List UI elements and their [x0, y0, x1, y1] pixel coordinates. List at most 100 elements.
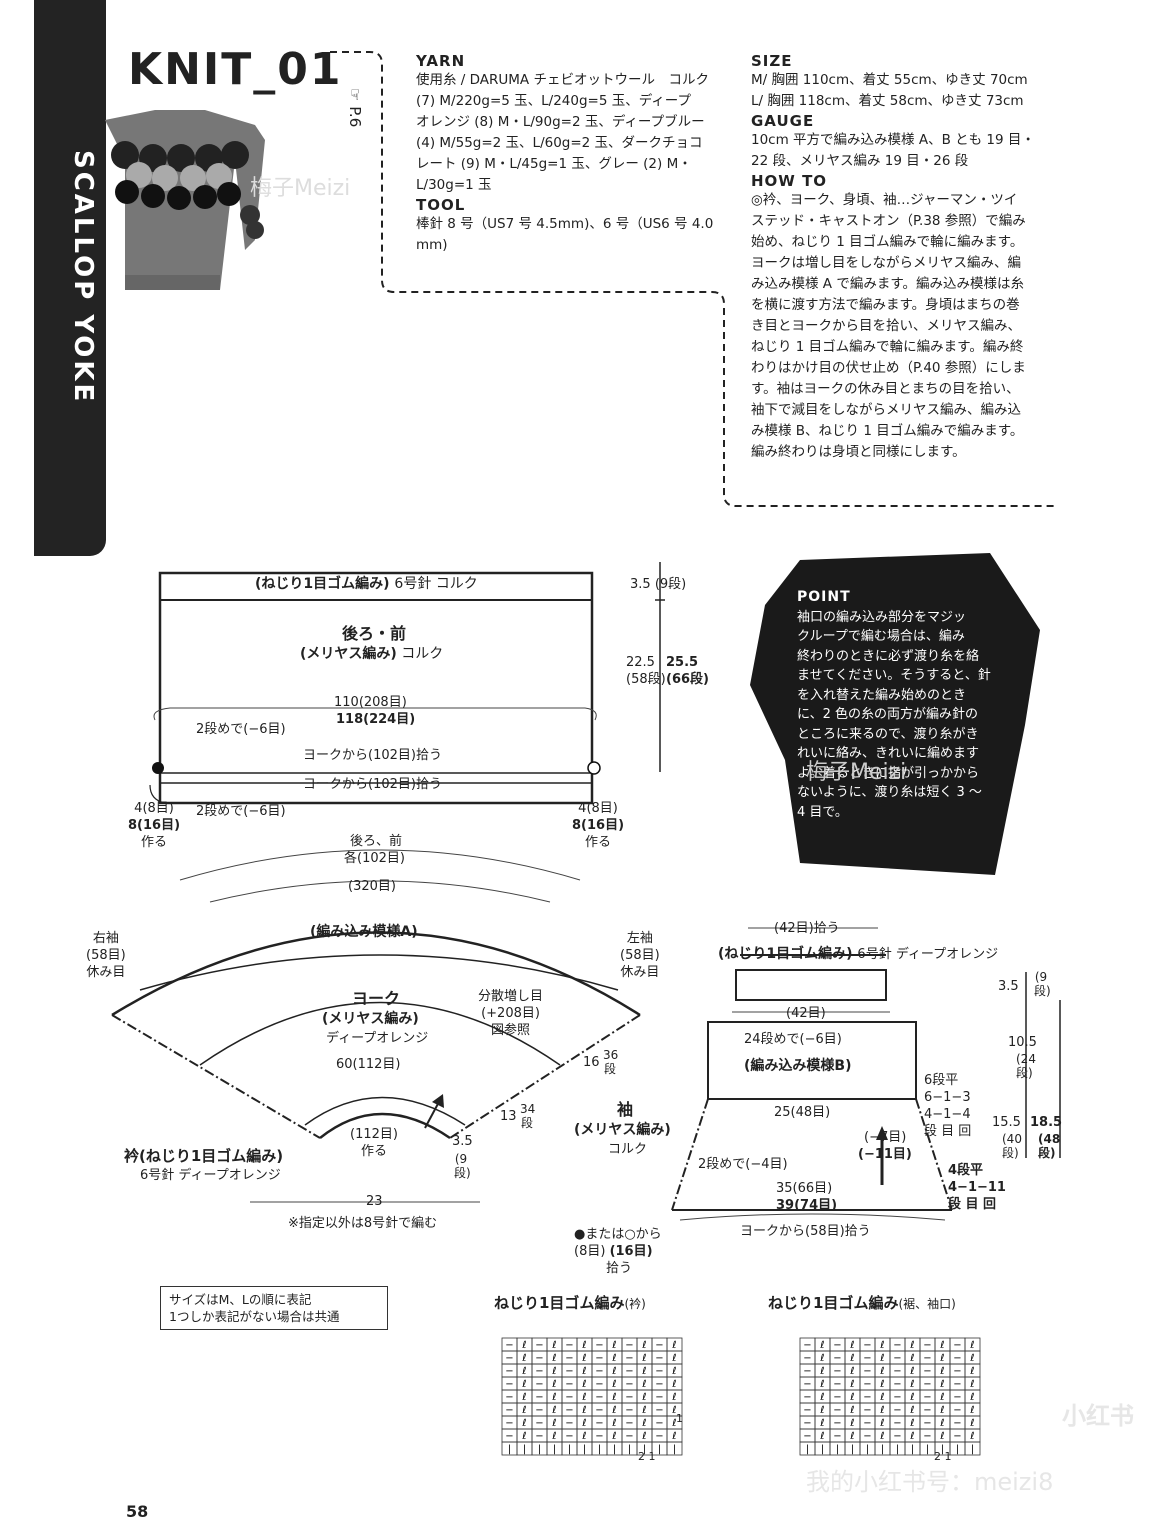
chart-symbol: ℓ	[820, 1431, 824, 1442]
chart2-title: ねじり1目ゴム編み(裾、袖口)	[768, 1292, 956, 1313]
chart-symbol: −	[863, 1379, 871, 1390]
h-rows: (58段)	[626, 672, 666, 687]
howto-line: み込み模様 A で編みます。編み込み模様は糸	[751, 276, 1024, 292]
chart-symbol: −	[595, 1353, 603, 1364]
chart-symbol: |	[911, 1444, 914, 1455]
inc-sts: (+208目)	[481, 1006, 540, 1021]
chart-symbol: |	[613, 1444, 616, 1455]
chart-symbol: −	[863, 1392, 871, 1403]
chart-symbol: |	[598, 1444, 601, 1455]
body-pick-1: ヨークから(102目)拾う	[303, 748, 442, 763]
chart-symbol: ℓ	[850, 1379, 854, 1390]
hold-label: 右袖	[92, 931, 119, 946]
h-rows: (66段)	[666, 672, 709, 687]
chart-symbol: −	[625, 1366, 633, 1377]
chart-symbol: −	[655, 1379, 663, 1390]
sleeve-pattern: (編み込み模様B)	[744, 1058, 852, 1074]
yoke-r36: 36段	[603, 1048, 619, 1076]
hold-sts: (58目)	[620, 948, 660, 963]
chart-symbol: |	[956, 1444, 959, 1455]
chart-symbol: −	[803, 1353, 811, 1364]
chart-symbol: ℓ	[522, 1431, 526, 1442]
chart-symbol: −	[505, 1418, 513, 1429]
chart-symbol: |	[896, 1444, 899, 1455]
chart-symbol: ℓ	[820, 1392, 824, 1403]
sleeve-42: (42目)	[786, 1006, 826, 1021]
howto-line: 袖下で減目をしながらメリヤス編み、編み込	[751, 402, 1021, 418]
col-2: 2	[934, 1450, 941, 1463]
howto-heading: HOW TO	[751, 172, 828, 190]
chart-symbol: −	[655, 1366, 663, 1377]
h-rows: (9段)	[654, 577, 687, 592]
chart-symbol: ℓ	[910, 1353, 914, 1364]
chart-symbol: −	[803, 1340, 811, 1351]
chart-symbol: ℓ	[850, 1431, 854, 1442]
chart-symbol: ℓ	[940, 1392, 944, 1403]
point-line: ませてください。そうすると、針	[797, 668, 991, 683]
howto-line: み模様 B、ねじり 1 目ゴム編みで編みます。	[751, 423, 1024, 439]
hold-word: 休み目	[620, 965, 660, 980]
chart-symbol: ℓ	[522, 1366, 526, 1377]
chart-symbol: −	[923, 1353, 931, 1364]
chart-symbol: −	[833, 1392, 841, 1403]
chart-symbol: ℓ	[940, 1431, 944, 1442]
chart-symbol: ℓ	[642, 1392, 646, 1403]
chart-symbol: ℓ	[820, 1353, 824, 1364]
sleeve-w25: 25(48目)	[774, 1105, 831, 1120]
chart-symbol: −	[863, 1418, 871, 1429]
yarn-line: レート (9) M・L/45g=1 玉、グレー (2) M・	[416, 156, 692, 172]
chart-symbol: ℓ	[880, 1418, 884, 1429]
chart-symbol: −	[535, 1405, 543, 1416]
point-line: 袖口の編み込み部分をマジッ	[797, 609, 967, 625]
chart-symbol: −	[803, 1418, 811, 1429]
h-value: 3.5	[630, 577, 651, 592]
yoke-r9: (9段)	[454, 1152, 471, 1180]
gauge-heading: GAUGE	[751, 112, 815, 130]
chart-symbol: ℓ	[940, 1340, 944, 1351]
chart-symbol: −	[535, 1353, 543, 1364]
point-line: よ。着るときに指が引っかから	[797, 765, 980, 781]
body-diagram	[149, 562, 665, 805]
size-line: M/ 胸囲 110cm、着丈 55cm、ゆき丈 70cm	[751, 72, 1028, 88]
rib-name: (ねじり1目ゴム編み)	[255, 576, 390, 592]
col-1: 1	[648, 1450, 656, 1463]
chart-symbol: −	[893, 1392, 901, 1403]
sleeve-dec-24: 24段めで(−6目)	[744, 1032, 842, 1047]
left-sleeve-hold: 左袖(58目)休み目	[620, 930, 660, 981]
gusset-make: 作る	[141, 835, 168, 850]
col-2: 2	[638, 1450, 645, 1463]
point-line: ところに来るので、渡り糸がき	[797, 726, 979, 742]
chart-symbol: ℓ	[552, 1392, 556, 1403]
chart-symbol: −	[923, 1340, 931, 1351]
sleeve-r24: (24段)	[1016, 1052, 1036, 1080]
chart-symbol: ℓ	[612, 1353, 616, 1364]
chart-symbol: −	[833, 1353, 841, 1364]
chart-symbol: ℓ	[612, 1405, 616, 1416]
dashed-frame	[330, 51, 1058, 507]
chart-symbol: −	[893, 1340, 901, 1351]
chart2-sub: (裾、袖口)	[898, 1297, 956, 1311]
chart-symbol: ℓ	[940, 1405, 944, 1416]
chart-symbol: ℓ	[552, 1405, 556, 1416]
chart-symbol: ℓ	[522, 1340, 526, 1351]
chart-symbol: −	[803, 1366, 811, 1377]
chart-symbol: −	[535, 1431, 543, 1442]
gusset-right: 4(8目)8(16目)作る	[572, 800, 624, 851]
yoke-name: ヨーク	[352, 989, 401, 1008]
chart-symbol: ℓ	[642, 1366, 646, 1377]
chart-symbol: −	[655, 1431, 663, 1442]
chart-symbol: |	[643, 1444, 646, 1455]
chart-symbol: −	[595, 1340, 603, 1351]
sleeve-h185: 18.5	[1030, 1115, 1063, 1130]
pickup-note: ●または○から	[574, 1227, 662, 1242]
chart-symbol: ℓ	[552, 1353, 556, 1364]
chart-symbol: −	[923, 1431, 931, 1442]
chart-symbol: −	[535, 1418, 543, 1429]
sleeve-stitch: (メリヤス編み)	[574, 1122, 671, 1138]
chart-symbol: ℓ	[970, 1418, 974, 1429]
yoke-stitch: (メリヤス編み)	[322, 1011, 419, 1027]
rule-line: 6−1−3	[924, 1090, 971, 1105]
chart-symbol: ℓ	[672, 1431, 676, 1442]
